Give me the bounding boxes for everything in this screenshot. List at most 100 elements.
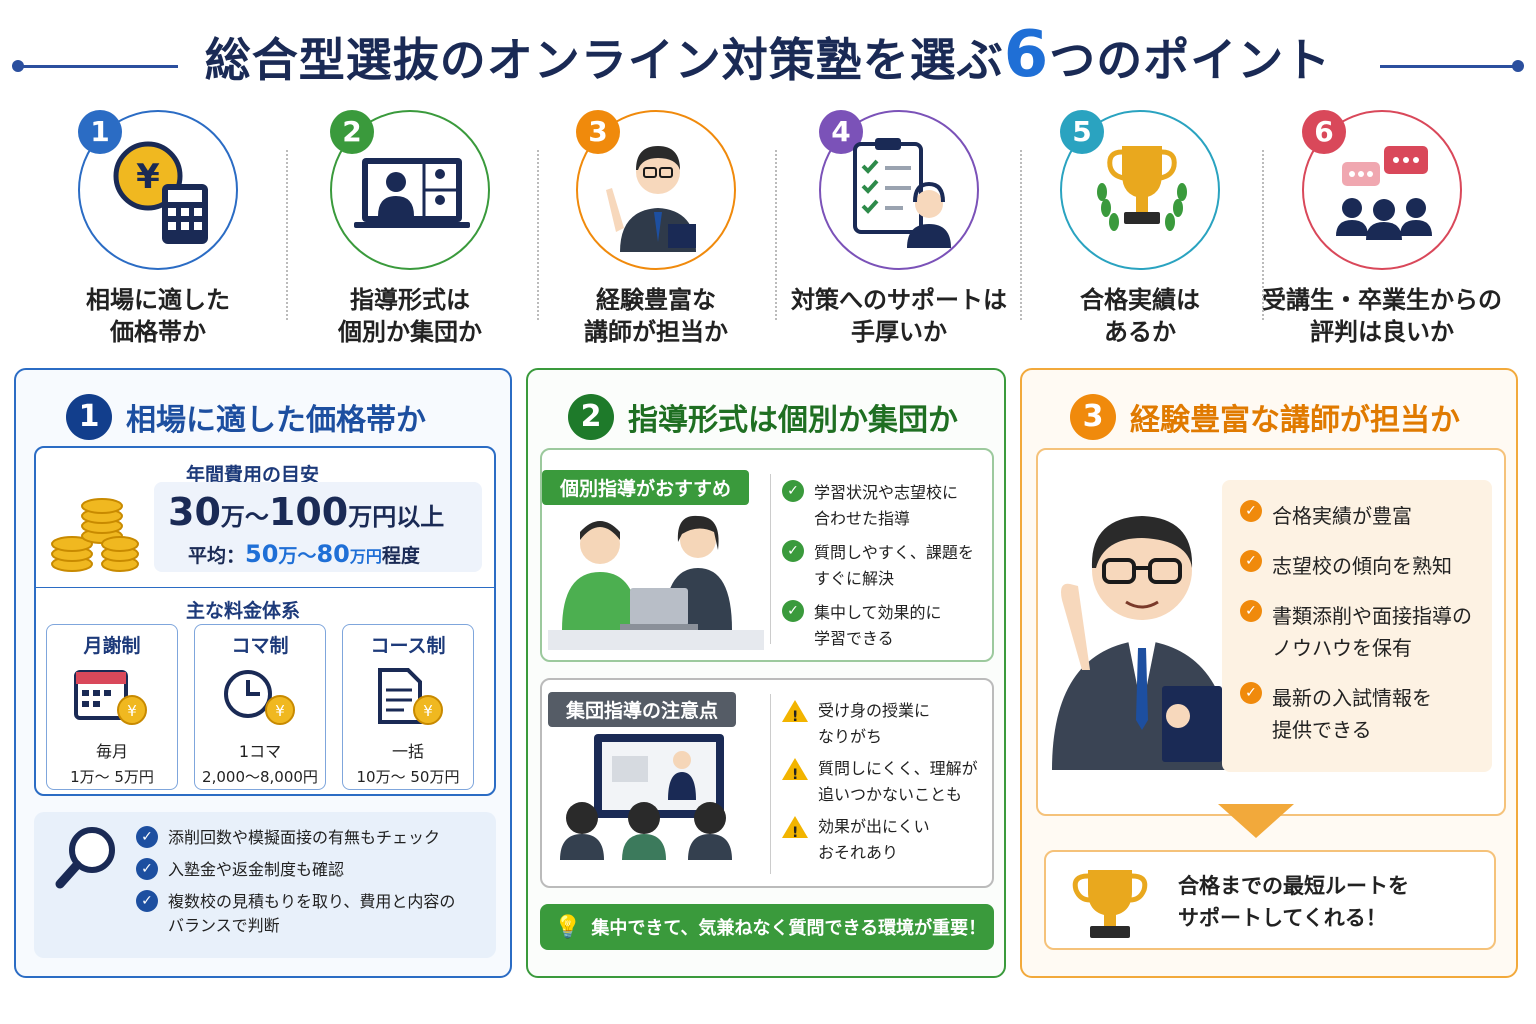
list-item: 受け身の授業に なりがち xyxy=(782,698,992,750)
point-label: 相場に適した価格帯か xyxy=(86,286,230,346)
coins-icon xyxy=(50,486,140,580)
svg-text:¥: ¥ xyxy=(275,702,285,720)
calendar-yen-icon: ¥ xyxy=(72,666,152,726)
panel-price: 1 相場に適した価格帯か 年間費用の目安 30万～100万円以上 平均：50万～8… xyxy=(14,368,512,978)
check-icon: ✓ xyxy=(1240,600,1262,622)
check-notes-box: ✓添削回数や模擬面接の有無もチェック ✓入塾金や返金制度も確認 ✓複数校の見積もりを… xyxy=(34,812,496,958)
check-icon: ✓ xyxy=(1240,550,1262,572)
plan-line2: 2,000～8,000円 xyxy=(202,768,318,786)
plan-card: 月謝制 ¥ 毎月 1万～ 5万円 xyxy=(46,624,178,790)
point-1: 1¥相場に適した価格帯か xyxy=(38,110,278,348)
point-number: 5 xyxy=(1060,110,1104,154)
format-footer: 💡集中できて、気兼ねなく質問できる環境が重要！ xyxy=(540,904,994,950)
title-line-left xyxy=(18,65,178,68)
point-circle: 4 xyxy=(819,110,979,270)
price-box: 年間費用の目安 30万～100万円以上 平均：50万～80万円程度 主な料金体系… xyxy=(34,446,496,796)
panel2-number: 2 xyxy=(568,394,614,440)
document-yen-icon: ¥ xyxy=(368,666,448,726)
svg-text:¥: ¥ xyxy=(423,702,433,720)
list-item: ✓志望校の傾向を熟知 xyxy=(1240,550,1492,582)
separator xyxy=(286,150,288,320)
plan-card: コース制 ¥ 一括 10万～ 50万円 xyxy=(342,624,474,790)
plan-line2: 1万～ 5万円 xyxy=(70,768,154,786)
title-line-right xyxy=(1380,65,1515,68)
list-item: ✓複数校の見積もりを取り、費用と内容の バランスで判断 xyxy=(136,890,486,938)
teacher-footer-box: 合格までの最短ルートを サポートしてくれる！ xyxy=(1044,850,1496,950)
trophy-icon xyxy=(1070,866,1150,946)
annual-cost-label: 年間費用の目安 xyxy=(186,464,320,486)
teacher-box: ✓合格実績が豊富 ✓志望校の傾向を熟知 ✓書類添削や面接指導の ノウハウを保有 ✓最新… xyxy=(1036,448,1506,816)
check-icon: ✓ xyxy=(782,600,804,622)
point-label: 経験豊富な講師が担当か xyxy=(584,286,728,346)
annual-cost-box: 30万～100万円以上 平均：50万～80万円程度 xyxy=(154,482,482,572)
point-label: 対策へのサポートは手厚いか xyxy=(791,286,1007,346)
panel3-title: 経験豊富な講師が担当か xyxy=(1130,403,1460,438)
point-circle: 2 xyxy=(330,110,490,270)
point-number: 1 xyxy=(78,110,122,154)
point-number: 6 xyxy=(1302,110,1346,154)
plan-name: コース制 xyxy=(370,635,446,657)
point-4: 4 対策へのサポートは手厚いか xyxy=(779,110,1019,348)
point-label: 合格実績はあるか xyxy=(1080,286,1200,346)
fee-structure-label: 主な料金体系 xyxy=(186,600,301,622)
plan-card: コマ制 ¥1コマ 2,000～8,000円 xyxy=(194,624,326,790)
point-number: 2 xyxy=(330,110,374,154)
check-icon: ✓ xyxy=(1240,500,1262,522)
check-icon: ✓ xyxy=(782,540,804,562)
list-item: ✓合格実績が豊富 xyxy=(1240,500,1492,532)
page-title: 総合型選抜のオンライン対策塾を選ぶ6つのポイント xyxy=(204,18,1332,92)
title-line-right-dot xyxy=(1512,60,1524,72)
individual-box: 個別指導がおすすめ ✓学習状況や志望校に 合わせた指導 ✓質問しやすく、課題を す… xyxy=(540,448,994,662)
clock-yen-icon: ¥ xyxy=(220,666,300,726)
list-item: ✓添削回数や模擬面接の有無もチェック xyxy=(136,826,486,850)
group-lesson-illustration xyxy=(552,730,762,864)
separator xyxy=(537,150,539,320)
individual-tag: 個別指導がおすすめ xyxy=(542,470,750,505)
point-number: 3 xyxy=(576,110,620,154)
magnifier-icon xyxy=(52,822,122,896)
plan-name: コマ制 xyxy=(231,635,289,657)
panel3-number: 3 xyxy=(1070,394,1116,440)
separator xyxy=(1020,150,1022,320)
lightbulb-icon: 💡 xyxy=(554,914,582,940)
panel1-title: 相場に適した価格帯か xyxy=(126,403,426,438)
teacher-points-box: ✓合格実績が豊富 ✓志望校の傾向を熟知 ✓書類添削や面接指導の ノウハウを保有 ✓最新… xyxy=(1222,480,1492,772)
list-item: ✓集中して効果的に 学習できる xyxy=(782,600,992,652)
plan-line1: 1コマ xyxy=(238,742,282,761)
warning-icon xyxy=(782,758,808,788)
check-icon: ✓ xyxy=(136,890,158,912)
warning-icon xyxy=(782,816,808,846)
point-circle: 5 xyxy=(1060,110,1220,270)
teacher-footer-text: 合格までの最短ルートを サポートしてくれる！ xyxy=(1178,874,1409,930)
teacher-illustration xyxy=(1042,490,1232,774)
check-icon: ✓ xyxy=(782,480,804,502)
panel-teacher: 3 経験豊富な講師が担当か ✓合格実績が豊富 ✓志望校の傾向を熟知 ✓書類添削や面接指… xyxy=(1020,368,1518,978)
group-tag: 集団指導の注意点 xyxy=(548,692,737,727)
list-item: ✓書類添削や面接指導の ノウハウを保有 xyxy=(1240,600,1492,664)
check-icon: ✓ xyxy=(136,826,158,848)
separator xyxy=(775,150,777,320)
warning-icon xyxy=(782,700,808,730)
panel1-number: 1 xyxy=(66,394,112,440)
plan-name: 月謝制 xyxy=(83,635,141,657)
plan-line2: 10万～ 50万円 xyxy=(356,768,460,786)
plan-line1: 一括 xyxy=(391,742,424,761)
individual-lesson-illustration xyxy=(548,510,764,654)
plan-line1: 毎月 xyxy=(95,742,128,761)
divider xyxy=(770,474,771,644)
point-circle: 1¥ xyxy=(78,110,238,270)
svg-text:¥: ¥ xyxy=(136,157,160,197)
divider xyxy=(770,694,771,874)
list-item: ✓入塾金や返金制度も確認 xyxy=(136,858,486,882)
list-item: ✓学習状況や志望校に 合わせた指導 xyxy=(782,480,992,532)
down-arrow-icon xyxy=(1218,804,1294,838)
check-icon: ✓ xyxy=(1240,682,1262,704)
list-item: ✓質問しやすく、課題を すぐに解決 xyxy=(782,540,992,592)
list-item: 効果が出にくい おそれあり xyxy=(782,814,992,866)
point-3: 3 経験豊富な講師が担当か xyxy=(536,110,776,348)
group-box: 集団指導の注意点 受け身の授業に なりがち質問しにくく、理解が 追いつかないこと… xyxy=(540,678,994,888)
list-item: ✓最新の入試情報を 提供できる xyxy=(1240,682,1492,746)
list-item: 質問しにくく、理解が 追いつかないことも xyxy=(782,756,992,808)
